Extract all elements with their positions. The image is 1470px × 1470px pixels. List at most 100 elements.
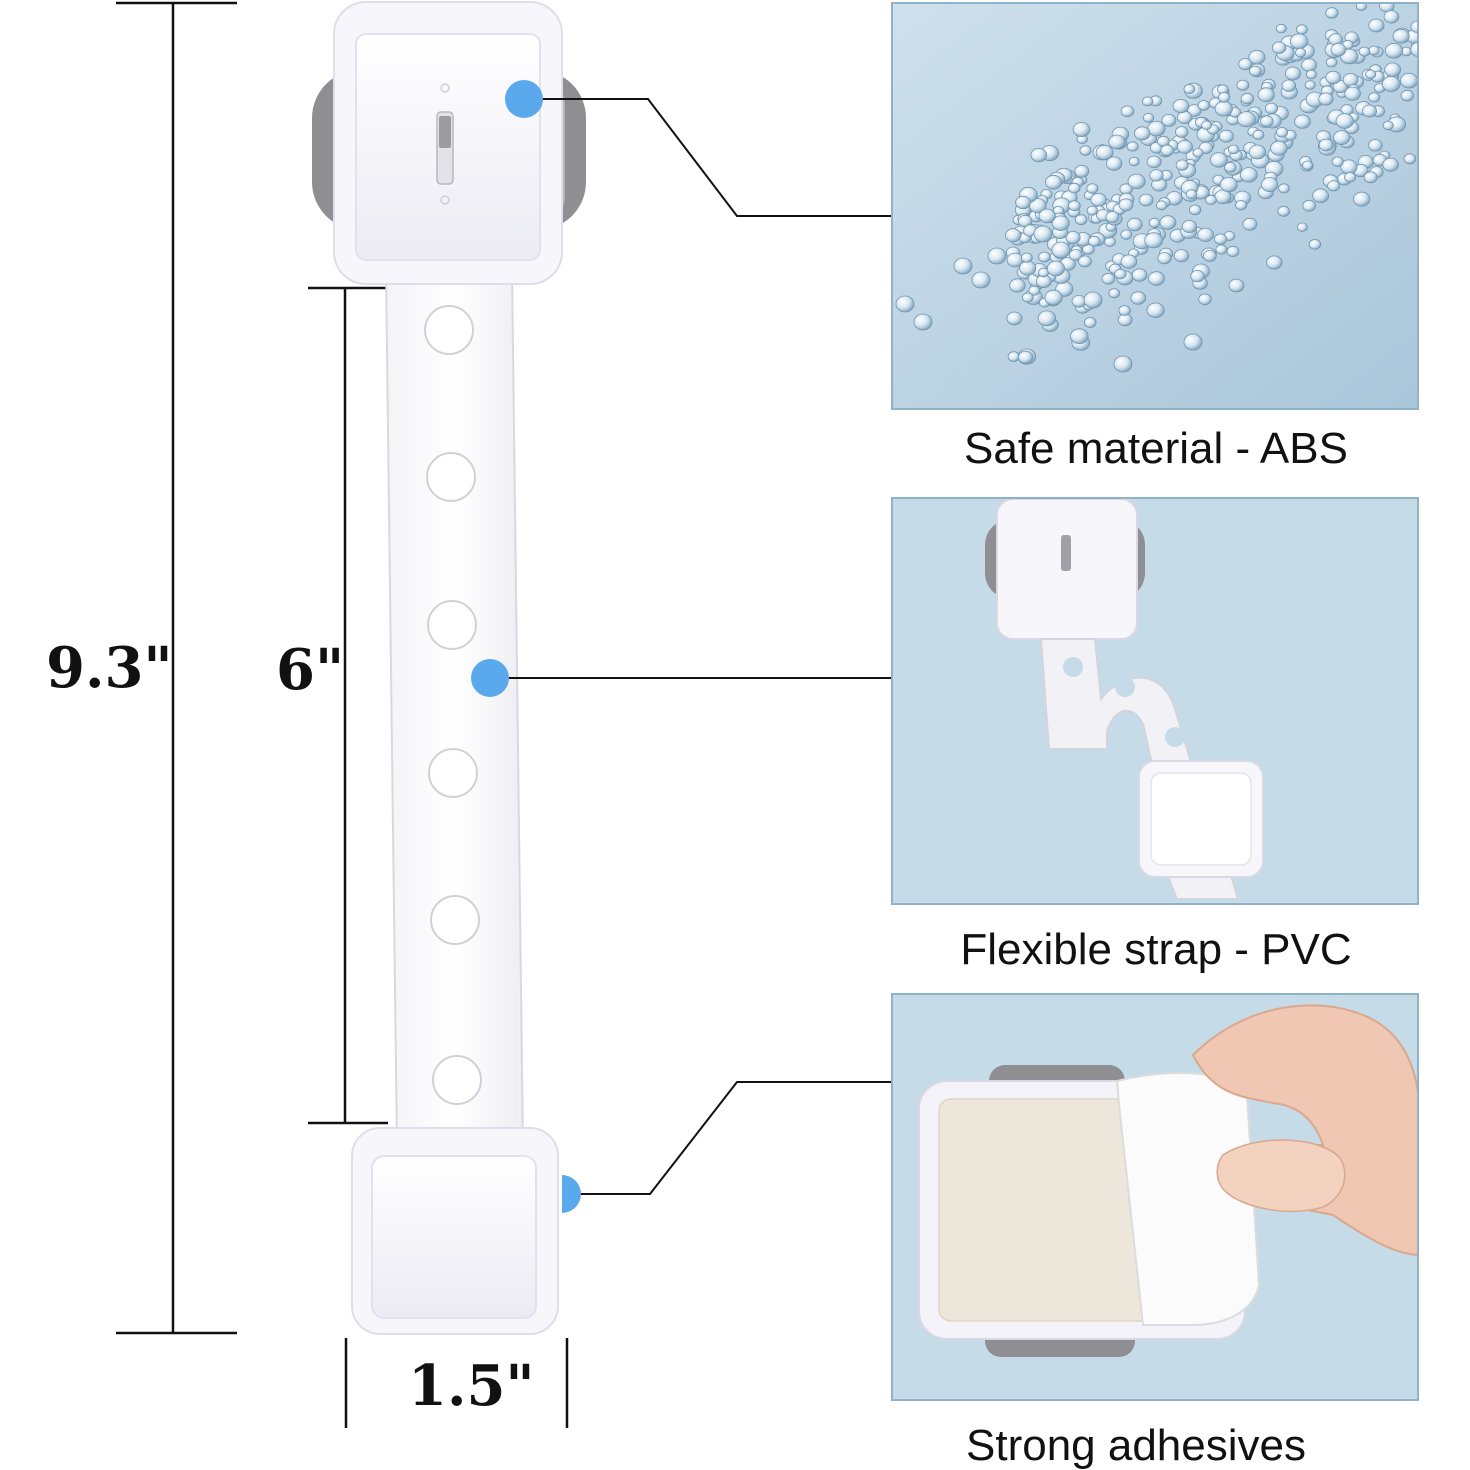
bead <box>1365 69 1377 80</box>
bead <box>1264 102 1279 115</box>
bead <box>1149 169 1164 182</box>
bead <box>1205 194 1217 205</box>
bead <box>1173 249 1190 263</box>
bead <box>1252 129 1265 140</box>
bead <box>1235 200 1248 211</box>
bead <box>1019 260 1037 276</box>
bead <box>1038 251 1051 263</box>
total-length-dimension <box>116 1 237 1335</box>
strap-length-label: 6" <box>276 637 345 703</box>
bead <box>1142 112 1155 123</box>
bead <box>1148 271 1165 286</box>
bead <box>1131 268 1148 282</box>
bead <box>1331 156 1344 167</box>
bead <box>1260 177 1279 193</box>
bead <box>1051 241 1071 259</box>
bead <box>1018 350 1034 364</box>
bead <box>1148 217 1161 228</box>
bead <box>1275 127 1289 138</box>
adhesive-caption: Strong adhesives <box>966 1421 1306 1470</box>
bead <box>895 295 915 313</box>
bead <box>1146 155 1162 169</box>
bead <box>1101 272 1116 285</box>
strap-callout-dot <box>471 659 509 697</box>
bead <box>1037 310 1057 327</box>
bead <box>1214 100 1233 117</box>
top-lock-unit <box>312 1 586 285</box>
bead-cluster <box>895 4 1417 373</box>
bead <box>1344 172 1357 183</box>
bead <box>1105 210 1120 223</box>
bead <box>1384 62 1402 77</box>
adhesive-callout-dot <box>562 1175 581 1213</box>
strap-length-dimension <box>308 286 388 1125</box>
bead <box>1197 100 1211 111</box>
strap-caption: Flexible strap - PVC <box>960 925 1352 974</box>
bead <box>1302 160 1314 171</box>
adhesive-photo <box>893 995 1417 1399</box>
bead <box>1296 222 1308 232</box>
bead <box>1342 73 1359 87</box>
bead <box>1074 164 1090 178</box>
bead <box>1410 20 1417 34</box>
callout-lines <box>490 98 891 1195</box>
bead <box>1104 236 1116 247</box>
bead <box>1294 47 1306 58</box>
bead <box>1181 219 1197 233</box>
bead <box>1079 145 1092 156</box>
flexible-strap-photo <box>893 499 1417 903</box>
bead <box>1363 171 1378 184</box>
bead <box>1295 24 1308 35</box>
bead <box>1335 113 1354 129</box>
bead <box>1190 269 1205 283</box>
bead <box>1015 195 1031 210</box>
bead <box>1120 229 1133 240</box>
bead <box>1183 333 1203 351</box>
bead <box>1118 305 1131 316</box>
bead <box>1086 205 1099 216</box>
bead <box>1305 69 1317 80</box>
bead <box>1105 156 1123 171</box>
bead <box>1095 144 1114 161</box>
bead <box>1175 159 1189 171</box>
bead <box>1240 92 1255 105</box>
bead <box>1188 204 1202 216</box>
bead <box>1400 72 1417 89</box>
bead <box>1065 230 1081 244</box>
bead <box>1270 140 1288 156</box>
bead <box>1120 105 1135 118</box>
bead <box>1239 167 1258 183</box>
bead <box>1183 84 1196 95</box>
bead <box>1312 188 1330 203</box>
bead <box>1242 217 1258 231</box>
bead <box>1078 255 1092 268</box>
bead <box>1202 249 1217 262</box>
bead <box>1368 18 1385 33</box>
bead <box>1301 58 1318 72</box>
bead <box>1083 291 1103 309</box>
bead <box>1294 114 1311 129</box>
bead <box>1281 79 1297 92</box>
bead <box>1133 126 1151 141</box>
bead <box>1160 144 1175 157</box>
bead <box>1353 191 1371 207</box>
bead <box>1325 7 1339 19</box>
strap <box>384 269 525 1149</box>
bead <box>1302 200 1317 212</box>
bead <box>1088 235 1101 247</box>
bead <box>1033 225 1053 243</box>
bead <box>1006 311 1023 326</box>
bead <box>1156 200 1168 211</box>
bead <box>1185 189 1198 200</box>
bead <box>1304 80 1316 90</box>
bead <box>1138 193 1154 207</box>
bead <box>1044 289 1063 306</box>
bead <box>1172 99 1190 114</box>
bead <box>1127 217 1143 232</box>
bead <box>1070 328 1089 345</box>
bead <box>1410 41 1417 58</box>
bead <box>1382 120 1394 131</box>
bead <box>1219 177 1238 193</box>
bead <box>1333 130 1351 146</box>
